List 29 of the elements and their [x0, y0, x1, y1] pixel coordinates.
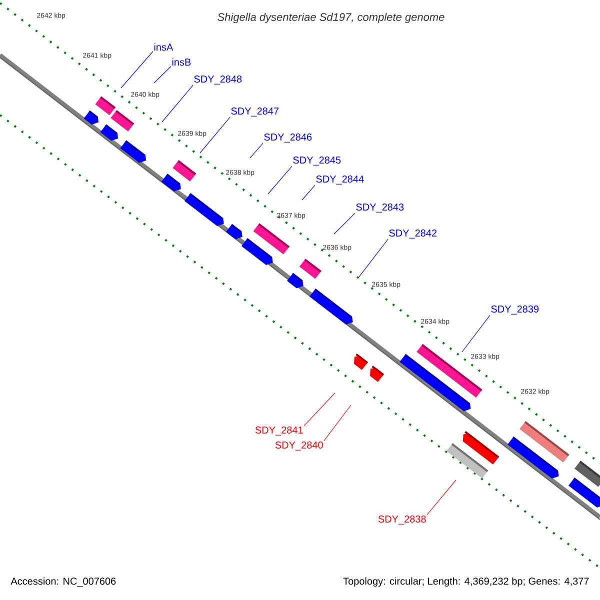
gene-label: insB [172, 58, 191, 66]
leader-line [304, 392, 336, 426]
leader-line [334, 212, 356, 234]
gene-label: SDY_2843 [356, 204, 404, 212]
accession-text: Accession: NC_007606 [10, 577, 116, 587]
gene-label: SDY_2841 [255, 426, 303, 436]
genome-info-text: Topology: circular; Length: 4,369,232 bp; Genes: 4,377 [343, 577, 589, 587]
leader-line [358, 238, 388, 278]
leader-line [154, 66, 172, 84]
leader-line [462, 314, 490, 352]
gene-label: SDY_2845 [293, 156, 341, 166]
gene-label: SDY_2840 [275, 442, 323, 450]
gene-label: SDY_2848 [194, 76, 242, 84]
leader-line [120, 51, 154, 88]
leader-line [200, 116, 230, 154]
leader-line [324, 404, 352, 442]
leader-line [426, 480, 456, 516]
title: Shigella dysenteriae Sd197, complete genome [218, 12, 444, 24]
leader-line [162, 84, 194, 122]
gene-label: SDY_2839 [491, 306, 539, 314]
gene-label: SDY_2847 [231, 108, 279, 116]
leader-line [302, 184, 316, 200]
gene-label: SDY_2842 [389, 230, 437, 238]
leader-line [268, 166, 292, 194]
gene-label: insA [154, 43, 174, 51]
gene-label: SDY_2846 [264, 134, 312, 142]
leader-line [250, 142, 264, 158]
gene-label: SDY_2844 [316, 176, 364, 184]
gene-label: SDY_2838 [378, 516, 426, 524]
